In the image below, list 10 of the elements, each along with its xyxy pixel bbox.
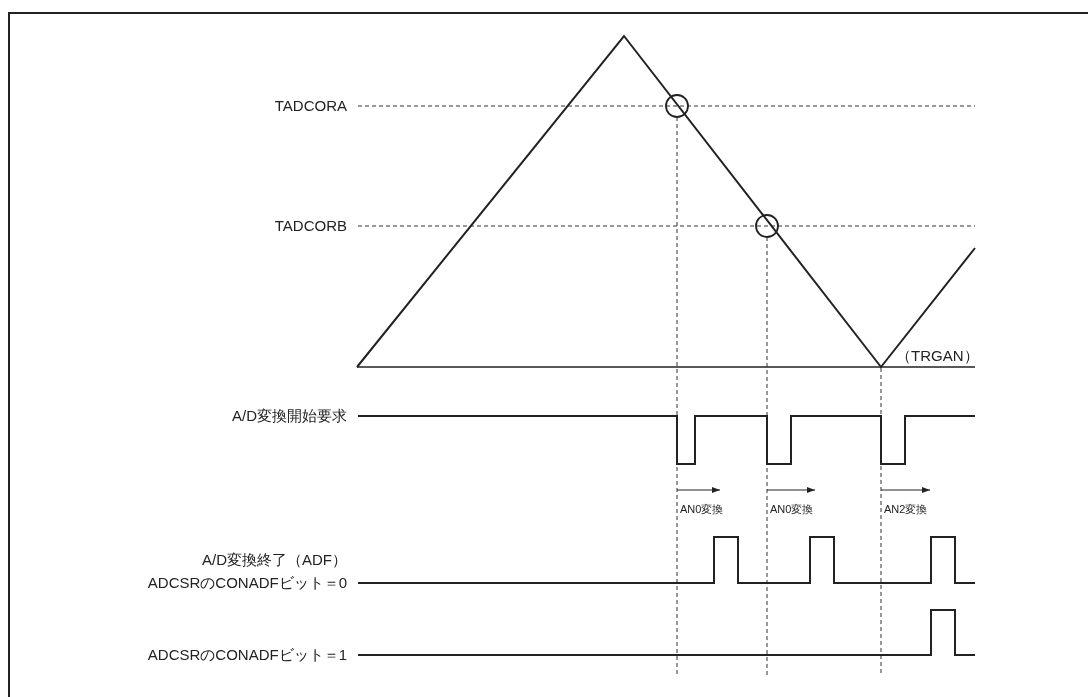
level-label: TADCORA — [274, 97, 347, 115]
signal-label: A/D変換開始要求 — [232, 407, 347, 425]
signal-label: A/D変換終了（ADF） — [202, 551, 347, 569]
signal-label: ADCSRのCONADFビット＝1 — [147, 646, 347, 664]
trigger-label: （TRGAN） — [896, 347, 979, 365]
conversion-label: AN0変換 — [680, 503, 724, 516]
level-label: TADCORB — [274, 217, 347, 235]
conversion-label: AN0変換 — [770, 503, 814, 516]
conversion-label: AN2変換 — [884, 503, 928, 516]
signal-label: ADCSRのCONADFビット＝0 — [147, 574, 347, 592]
